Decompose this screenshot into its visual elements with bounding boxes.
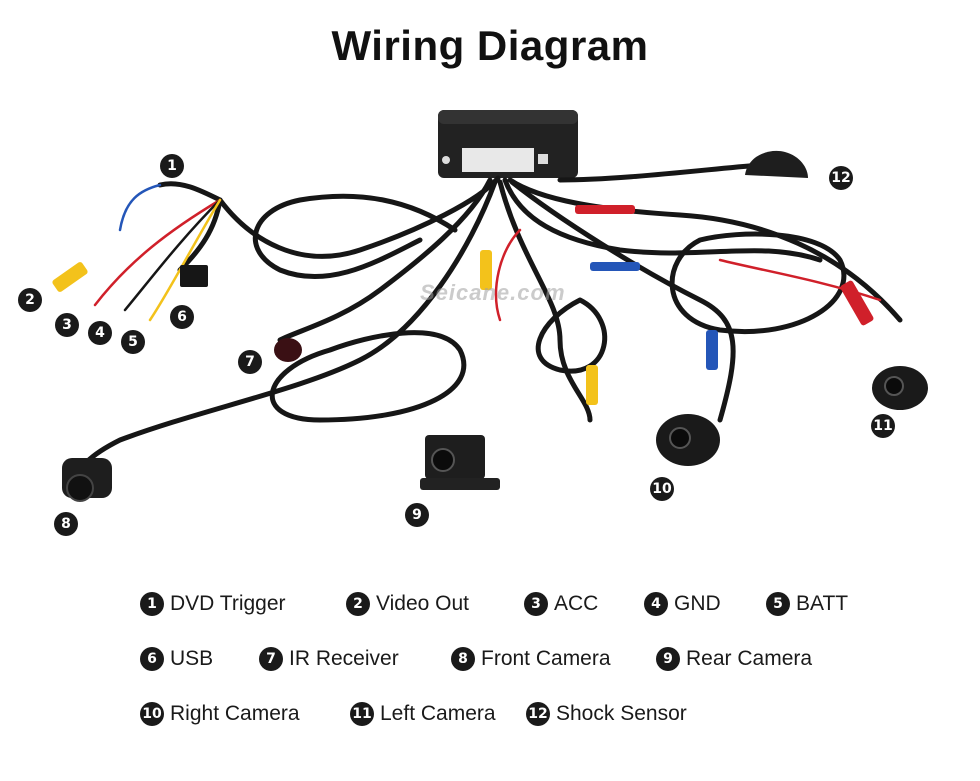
legend-label: Front Camera [481, 647, 611, 671]
legend-item-rear-camera: 9 Rear Camera [656, 647, 812, 671]
legend-item-acc: 3 ACC [524, 592, 598, 616]
shock-sensor [745, 151, 808, 178]
left-camera [872, 366, 928, 410]
legend-item-ir-receiver: 7 IR Receiver [259, 647, 399, 671]
legend-label: DVD Trigger [170, 592, 286, 616]
legend-label: ACC [554, 592, 598, 616]
callout-1: 1 [160, 154, 184, 178]
legend-number: 10 [140, 702, 164, 726]
legend-item-gnd: 4 GND [644, 592, 721, 616]
legend-number: 8 [451, 647, 475, 671]
legend-number: 11 [350, 702, 374, 726]
legend-number: 12 [526, 702, 550, 726]
front-camera [62, 458, 112, 501]
legend-label: Left Camera [380, 702, 496, 726]
legend-label: Right Camera [170, 702, 300, 726]
legend-number: 7 [259, 647, 283, 671]
watermark: Seicane.com [420, 280, 566, 306]
control-box [438, 110, 578, 178]
callout-11: 11 [871, 414, 895, 438]
rear-camera [420, 435, 500, 490]
legend-label: GND [674, 592, 721, 616]
legend-item-front-camera: 8 Front Camera [451, 647, 611, 671]
legend-item-right-camera: 10 Right Camera [140, 702, 300, 726]
callout-3: 3 [55, 313, 79, 337]
legend-number: 5 [766, 592, 790, 616]
legend-number: 1 [140, 592, 164, 616]
callout-7: 7 [238, 350, 262, 374]
legend-label: BATT [796, 592, 848, 616]
ir-receiver [274, 338, 302, 362]
legend-label: IR Receiver [289, 647, 399, 671]
callout-4: 4 [88, 321, 112, 345]
legend-item-batt: 5 BATT [766, 592, 848, 616]
callout-2: 2 [18, 288, 42, 312]
legend-number: 6 [140, 647, 164, 671]
callout-12: 12 [829, 166, 853, 190]
callout-6: 6 [170, 305, 194, 329]
legend-label: USB [170, 647, 213, 671]
legend-item-dvd-trigger: 1 DVD Trigger [140, 592, 286, 616]
legend-label: Shock Sensor [556, 702, 687, 726]
right-camera [656, 414, 720, 466]
legend-item-shock-sensor: 12 Shock Sensor [526, 702, 687, 726]
legend-item-usb: 6 USB [140, 647, 213, 671]
legend-label: Rear Camera [686, 647, 812, 671]
callout-10: 10 [650, 477, 674, 501]
legend-number: 2 [346, 592, 370, 616]
legend-number: 9 [656, 647, 680, 671]
legend-number: 4 [644, 592, 668, 616]
legend-label: Video Out [376, 592, 469, 616]
callout-5: 5 [121, 330, 145, 354]
legend-item-video-out: 2 Video Out [346, 592, 469, 616]
legend-item-left-camera: 11 Left Camera [350, 702, 496, 726]
callout-8: 8 [54, 512, 78, 536]
legend-number: 3 [524, 592, 548, 616]
callout-9: 9 [405, 503, 429, 527]
